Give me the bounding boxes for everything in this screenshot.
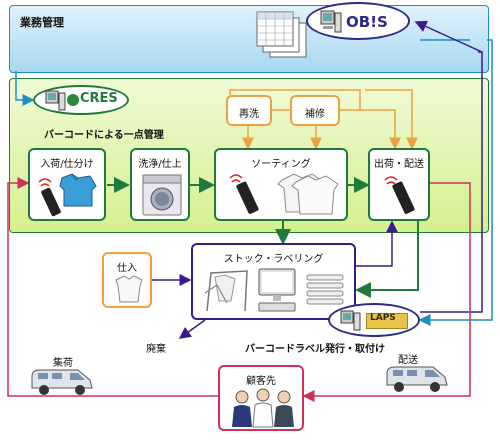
cres-logo: CRES: [33, 85, 129, 115]
step-sort-label: ソーティング: [251, 159, 311, 170]
step-receive: 入荷/仕分け: [28, 148, 106, 221]
obis-logo: OB!S: [306, 2, 410, 40]
stock-label: ストック・ラベリング: [223, 254, 324, 265]
laps-label: LAPS: [370, 313, 396, 323]
obis-label: OB!S: [346, 13, 388, 31]
computer-icon: [257, 267, 297, 315]
customer-box: 顧客先: [218, 365, 304, 431]
step-wash-label: 洗浄/仕上: [138, 159, 182, 170]
step-sort: ソーティング: [214, 148, 348, 221]
scanner-clothes-icon: [38, 172, 100, 218]
shirt-icon: [112, 274, 146, 304]
computer-icon: [340, 310, 362, 332]
shirts-icon: [272, 172, 342, 218]
purchase-box: 仕入: [102, 252, 152, 308]
step-repair: 補修: [290, 95, 340, 126]
step-ship: 出荷・配送: [368, 148, 430, 221]
people-icon: [228, 387, 298, 429]
step-rewash: 再洗: [226, 95, 272, 126]
step-wash: 洗浄/仕上: [130, 148, 190, 221]
laps-badge: [366, 313, 408, 329]
step-repair-label: 補修: [305, 109, 325, 120]
label-stack-icon: [305, 271, 345, 311]
cres-mark-icon: [67, 94, 79, 106]
stock-box: ストック・ラベリング: [191, 243, 356, 320]
deliver-label: 配送: [398, 355, 418, 366]
hanger-rack-icon: [201, 263, 253, 315]
truck-icon: [385, 365, 449, 393]
spreadsheet-icon: [256, 11, 316, 61]
computer-icon: [45, 90, 67, 112]
step-receive-label: 入荷/仕分け: [40, 159, 94, 170]
cres-caption: バーコードによる一点管理: [44, 130, 164, 141]
washing-machine-icon: [142, 174, 182, 216]
step-ship-label: 出荷・配送: [374, 159, 424, 170]
dispose-label: 廃棄: [146, 344, 166, 355]
collect-label: 集荷: [53, 358, 73, 369]
cres-label: CRES: [80, 91, 118, 106]
customer-label: 顧客先: [246, 376, 276, 387]
scanner-icon: [228, 170, 264, 218]
purchase-label: 仕入: [117, 263, 137, 274]
laps-logo: LAPS: [328, 303, 420, 337]
truck-icon: [30, 368, 94, 396]
computer-icon: [320, 10, 342, 34]
business-title: 業務管理: [20, 16, 64, 29]
scanner-icon: [382, 172, 422, 218]
laps-caption: バーコードラベル発行・取付け: [245, 344, 385, 355]
step-rewash-label: 再洗: [239, 109, 259, 120]
